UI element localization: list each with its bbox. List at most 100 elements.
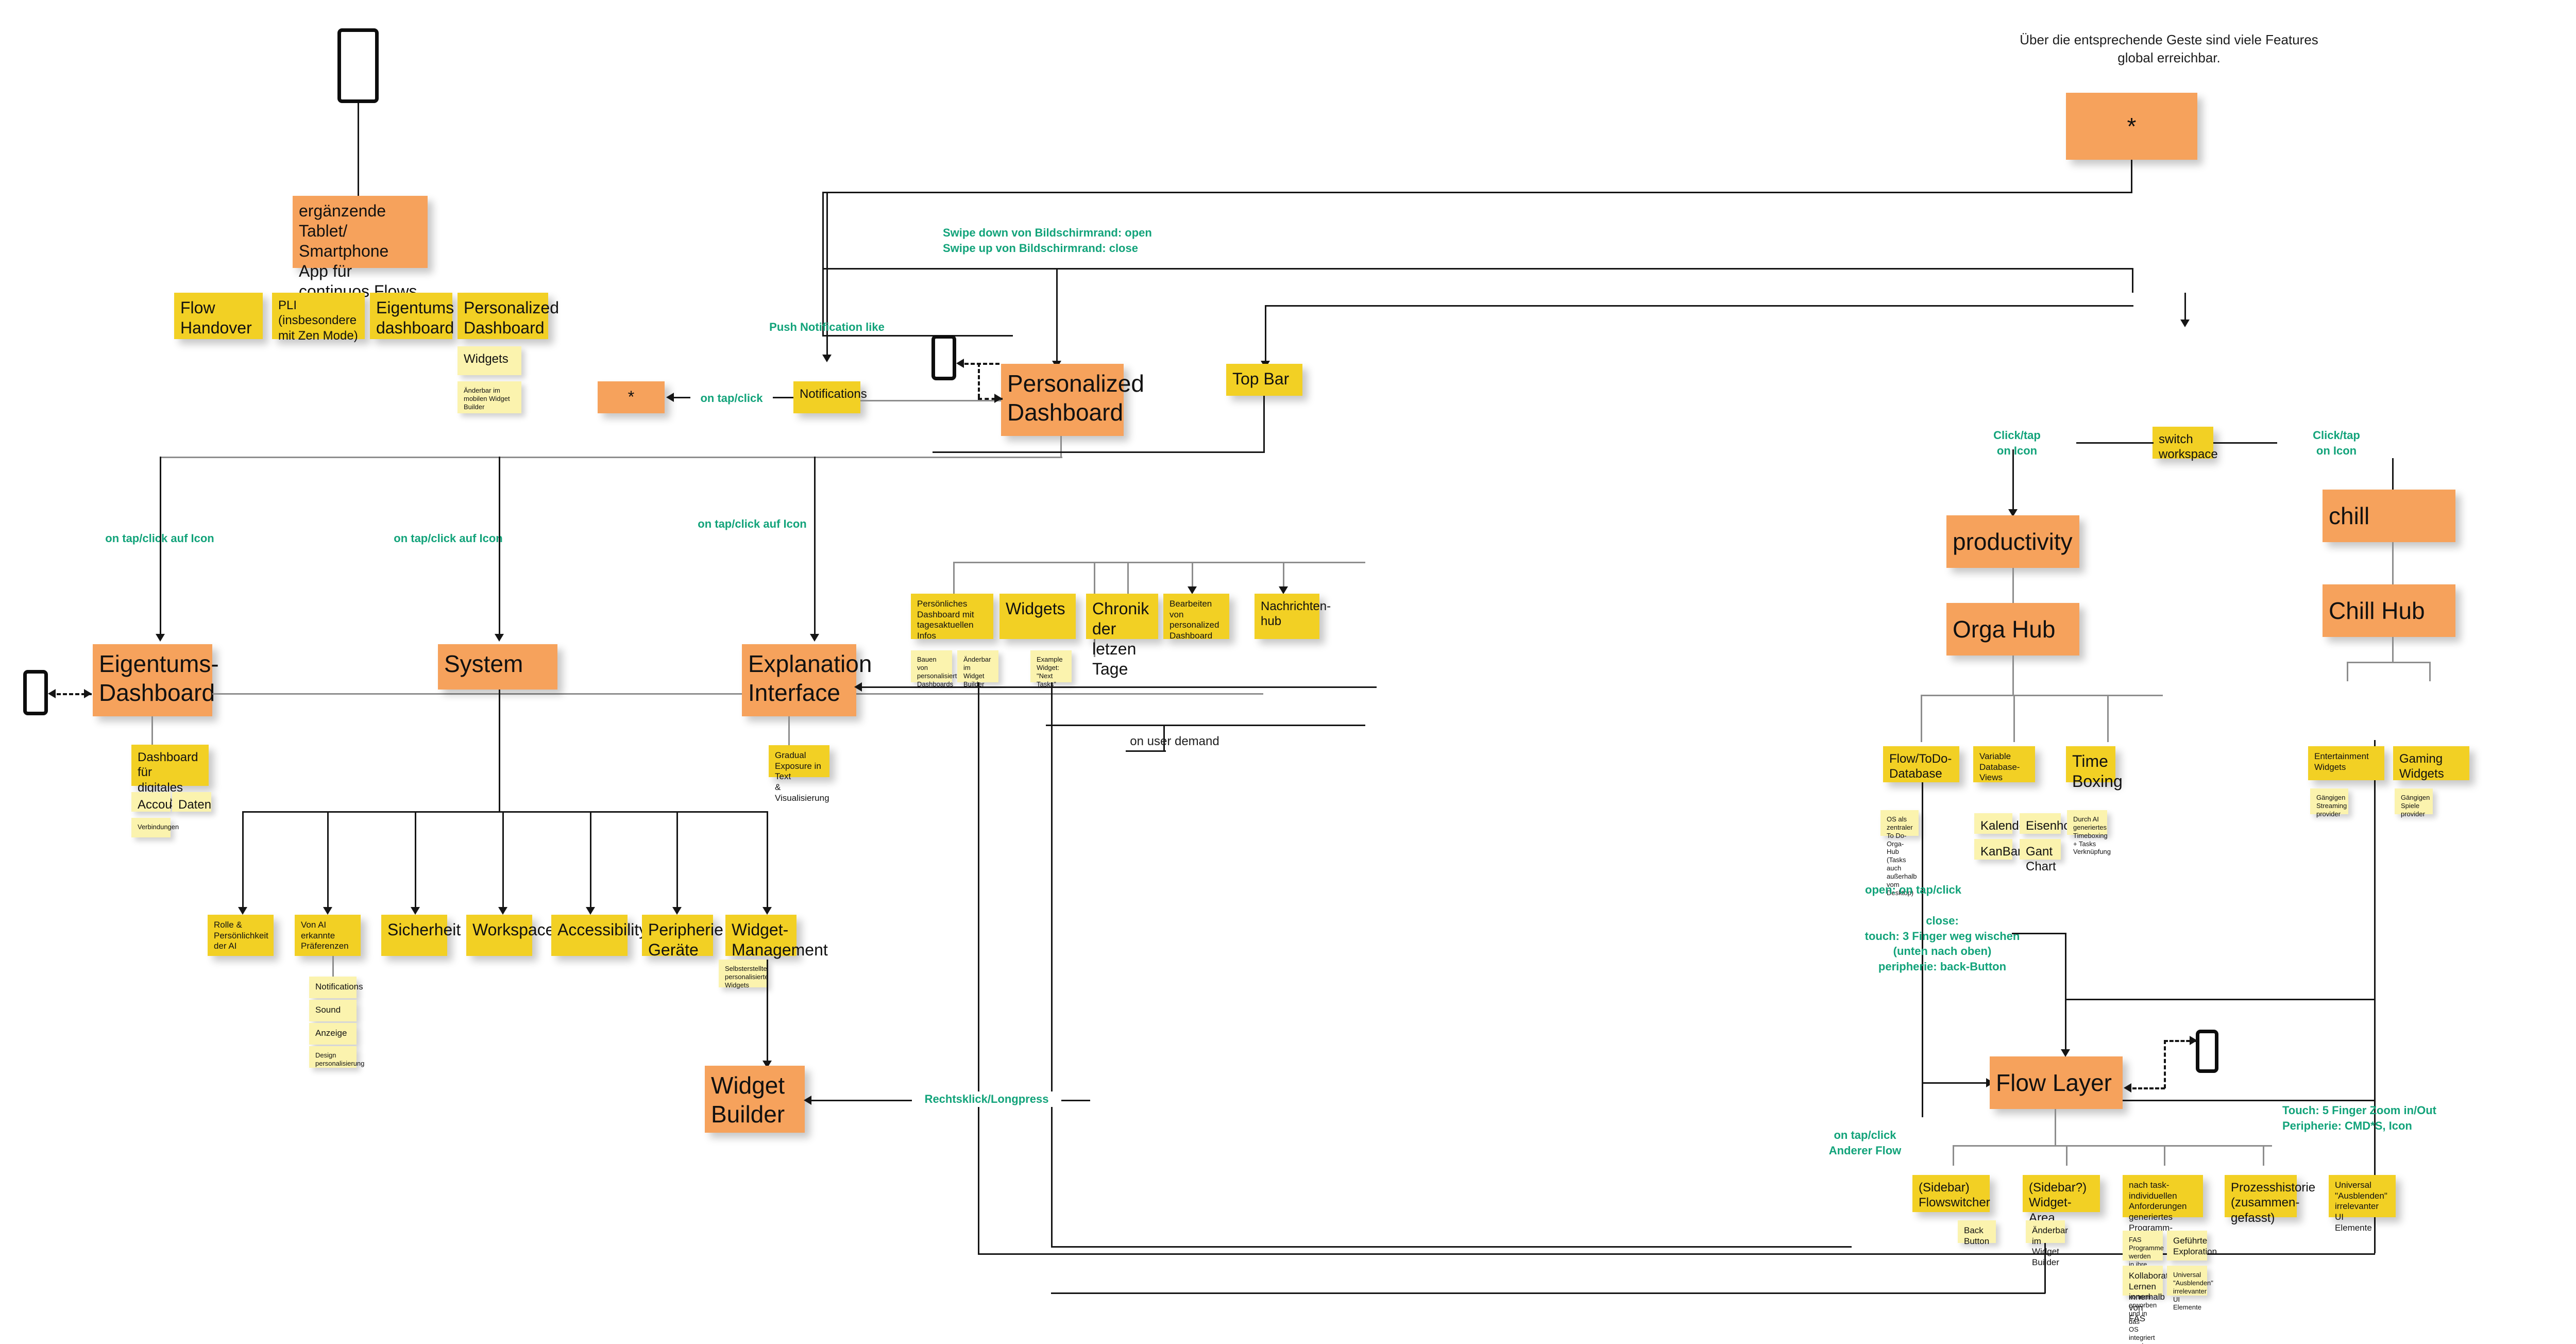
note-widgets-tag-sub[interactable]: Änderbar im mobilen Widget Builder xyxy=(457,381,521,413)
note-nachrichten-hub[interactable]: Nachrichten- hub xyxy=(1255,594,1331,639)
note-notifications-pref[interactable]: Notifications xyxy=(309,977,363,998)
note-tablet-app[interactable]: ergänzende Tablet/ Smartphone App für co… xyxy=(293,196,428,300)
note-persoenliches-dashboard[interactable]: Persönliches Dashboard mit tagesaktuelle… xyxy=(911,594,993,641)
note-back-button[interactable]: Back Button xyxy=(1958,1220,1996,1246)
note-peripherie-geraete[interactable]: Peripherie Geräte xyxy=(642,915,723,959)
note-accessibility[interactable]: Accessibility xyxy=(551,915,647,956)
arrow-sys-child-5 xyxy=(586,907,595,915)
note-asterisk-global[interactable]: * xyxy=(2066,93,2197,160)
note-workspaces[interactable]: Workspaces xyxy=(466,915,563,956)
note-chill-hub[interactable]: Chill Hub xyxy=(2323,584,2455,637)
note-eigentums-dashboard-tag[interactable]: Eigentums dashboard xyxy=(370,293,454,339)
connector-center-down-b xyxy=(1051,682,1053,1247)
note-os-zentraler-hub[interactable]: OS als zentraler To Do- Orga-Hub (Tasks … xyxy=(1880,810,1919,897)
connector-bearbeiten-down xyxy=(1192,562,1193,589)
note-spiele-provider[interactable]: Gängigen Spiele provider xyxy=(2395,788,2433,818)
connector-fl-c2 xyxy=(2066,1145,2067,1166)
note-sicherheit[interactable]: Sicherheit xyxy=(381,915,461,956)
connector-switch-workspace-down xyxy=(2184,293,2186,322)
note-variable-db-views[interactable]: Variable Database- Views xyxy=(1973,746,2035,782)
note-widgets-tag[interactable]: Widgets xyxy=(457,346,521,375)
note-design-personalisierung[interactable]: Design personalisierung xyxy=(309,1046,364,1068)
note-bearbeiten-personalized[interactable]: Bearbeiten von personalized Dashboard xyxy=(1163,594,1229,641)
note-gant-chart[interactable]: Gant Chart xyxy=(2020,839,2061,873)
note-gradual-exposure[interactable]: Gradual Exposure in Text & Visualisierun… xyxy=(769,745,829,803)
note-personalized-dashboard-tag[interactable]: Personalized Dashboard xyxy=(457,293,559,339)
arrow-dashed-phone-left xyxy=(956,359,964,368)
connector-flowlayer-right-out xyxy=(2123,1100,2375,1101)
note-rolle-persoenlichkeit[interactable]: Rolle & Persönlichkeit der AI xyxy=(208,915,274,956)
connector-asterisk-bus-left xyxy=(822,192,2132,193)
connector-asterisk-bus-down xyxy=(822,192,824,336)
connector-chill-to-chillhub xyxy=(2392,542,2394,584)
connector-sys-child-5 xyxy=(590,811,591,909)
note-notifications[interactable]: Notifications xyxy=(793,381,867,413)
note-anzeige[interactable]: Anzeige xyxy=(309,1023,357,1045)
note-kollaboratives-lernen[interactable]: Kollaboratives Lernen innerhalb von FAS xyxy=(2123,1266,2184,1323)
note-sound[interactable]: Sound xyxy=(309,1000,357,1021)
note-time-boxing[interactable]: Time Boxing xyxy=(2066,746,2123,791)
note-aenderbar-widget-builder-2[interactable]: Änderbar im Widget Builder xyxy=(2026,1220,2068,1267)
note-streaming-provider[interactable]: Gängigen Streaming provider xyxy=(2310,788,2348,818)
connector-system-to-children xyxy=(499,690,500,812)
note-timeboxing-note[interactable]: Durch AI generiertes Timeboxing + Tasks … xyxy=(2067,810,2111,855)
note-bauen-von-dashboards[interactable]: Bauen von personalisierten Dashboards xyxy=(911,650,964,688)
note-flow-layer[interactable]: Flow Layer xyxy=(1990,1056,2123,1109)
note-universal-ausblenden-sm[interactable]: Universal "Ausblenden" irrelevanter UI E… xyxy=(2167,1266,2213,1311)
note-kalender[interactable]: Kalender xyxy=(1974,813,2030,834)
connector-flowtodo-down xyxy=(1922,782,1923,1117)
note-chill[interactable]: chill xyxy=(2323,490,2455,542)
connector-center-down-a xyxy=(978,682,979,1254)
connector-center-bus-a xyxy=(953,562,955,594)
note-programm-interface[interactable]: nach task-individuellen Anforderungen ge… xyxy=(2123,1175,2203,1244)
note-gaming-widgets[interactable]: Gaming Widgets xyxy=(2393,746,2469,781)
note-selbsterstellte-widgets[interactable]: Selbsterstellte personalisierte Widgets xyxy=(719,960,769,989)
note-entertainment-widgets[interactable]: Entertainment Widgets xyxy=(2308,746,2384,780)
connector-nachrichten-down xyxy=(1283,562,1284,589)
note-orga-hub[interactable]: Orga Hub xyxy=(1946,603,2079,656)
connector-center-bus-c xyxy=(1127,562,1129,594)
connector-sys-child-1 xyxy=(242,811,244,909)
connector-widget-management-to-builder xyxy=(767,960,768,1063)
note-verbindungen[interactable]: Verbindungen xyxy=(131,818,179,837)
note-switch-workspace[interactable]: switch workspace xyxy=(2153,427,2218,461)
note-prozesshistorie[interactable]: Prozesshistorie (zusammen- gefasst) xyxy=(2225,1175,2315,1225)
note-asterisk-notifications[interactable]: * xyxy=(598,381,665,413)
note-kanban[interactable]: KanBan xyxy=(1974,839,2024,860)
note-system[interactable]: System xyxy=(438,644,557,690)
note-von-ai-praeferenzen[interactable]: Von AI erkannte Präferenzen xyxy=(295,915,361,956)
note-example-widget[interactable]: Example Widget: "Next Tasks" xyxy=(1030,650,1072,688)
note-productivity[interactable]: productivity xyxy=(1946,515,2079,568)
note-explanation-interface[interactable]: Explanation Interface xyxy=(742,644,872,716)
note-pli-zen-mode[interactable]: PLI (insbesondere mit Zen Mode) xyxy=(272,293,365,343)
note-flow-todo-database[interactable]: Flow/ToDo- Database xyxy=(1883,746,1959,782)
note-universal-ausblenden[interactable]: Universal "Ausblenden" irrelevanter UI E… xyxy=(2329,1175,2396,1233)
connector-orgahub-c3 xyxy=(2107,695,2109,742)
note-widget-builder[interactable]: Widget Builder xyxy=(705,1066,805,1133)
note-widgets-center[interactable]: Widgets xyxy=(999,594,1076,639)
note-personalized-dashboard[interactable]: Personalized Dashboard xyxy=(1001,364,1144,436)
connector-fl-c4 xyxy=(2263,1145,2264,1166)
connector-far-right-up xyxy=(2374,740,2376,1253)
connector-orgahub-c2 xyxy=(2013,695,2015,742)
connector-explanation-sub xyxy=(788,716,790,745)
note-flow-handover[interactable]: Flow Handover xyxy=(174,293,263,339)
label-touch-zoom: Touch: 5 Finger Zoom in/Out Peripherie: … xyxy=(2282,1104,2437,1132)
label-on-tap-click-icon-explanation: on tap/click auf Icon xyxy=(698,517,807,530)
connector-into-explanation xyxy=(856,686,1377,688)
note-sidebar-widget-area[interactable]: (Sidebar?) Widget-Area xyxy=(2023,1175,2100,1225)
note-daten[interactable]: Daten xyxy=(172,792,211,812)
note-top-bar[interactable]: Top Bar xyxy=(1226,364,1302,396)
note-chronik[interactable]: Chronik der letzen Tage xyxy=(1086,594,1158,678)
note-sidebar-flowswitcher[interactable]: (Sidebar) Flowswitcher xyxy=(1912,1175,1990,1212)
note-accounts[interactable]: Accounts xyxy=(131,792,189,812)
connector-user-demand-top xyxy=(1046,725,1365,726)
note-eigentums-dashboard[interactable]: Eigentums- Dashboard xyxy=(93,644,219,716)
note-fas[interactable]: FAS Programme werden in ihre Funktionen … xyxy=(2123,1231,2164,1344)
note-widget-management[interactable]: Widget- Management xyxy=(725,915,828,959)
note-dashboard-digitales-eigentum[interactable]: Dashboard für digitales Eigentum xyxy=(131,745,209,810)
note-eisenhower[interactable]: Eisenhower xyxy=(2020,813,2090,834)
note-gefuehrte-exploration[interactable]: Geführte Exploration xyxy=(2167,1231,2217,1261)
note-aenderbar-widget-builder-1[interactable]: Änderbar im Widget Builder xyxy=(957,650,998,688)
arrow-switch-workspace xyxy=(2180,320,2190,327)
